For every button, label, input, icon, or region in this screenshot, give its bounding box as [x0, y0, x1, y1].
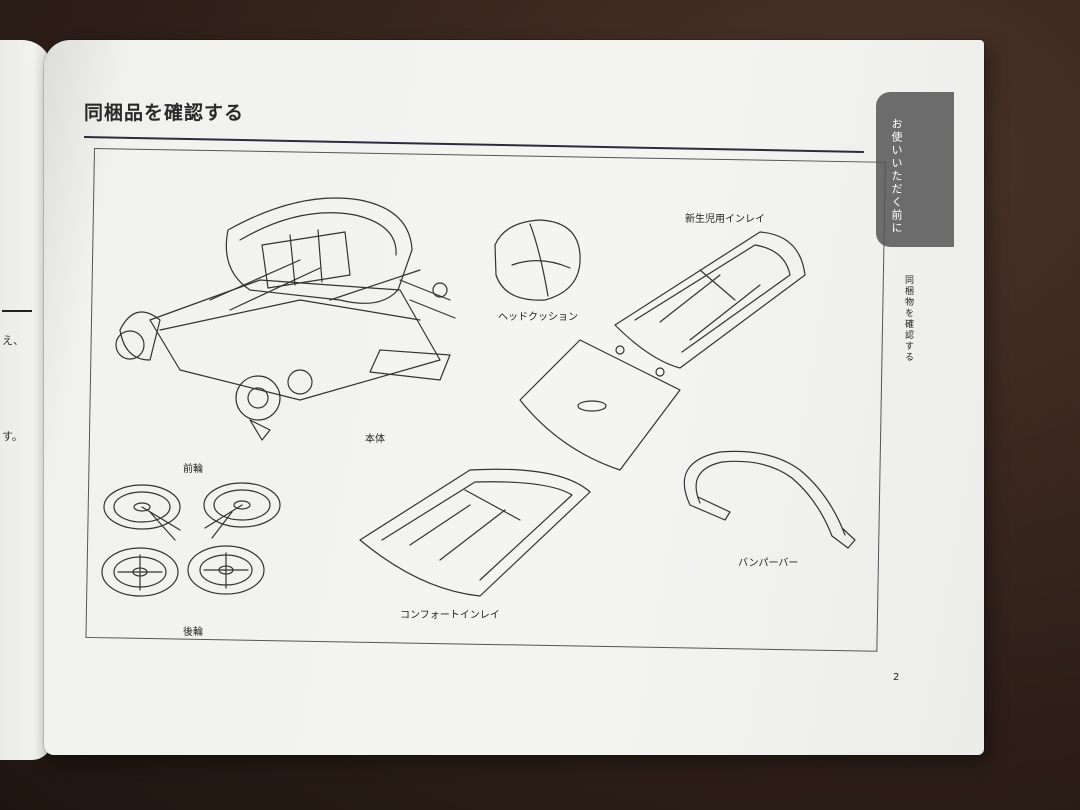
- label-head-cushion: ヘッドクッション: [498, 312, 578, 323]
- side-index-label: 同梱物を確認する: [903, 275, 913, 363]
- manual-page: [44, 40, 984, 755]
- left-page-text-1: え、: [2, 334, 24, 347]
- rear-wheels-drawing: [101, 545, 265, 597]
- label-front-wheels: 前輪: [183, 464, 203, 475]
- label-bumper-bar: バンパーバー: [738, 558, 799, 569]
- label-newborn-inlay: 新生児用インレイ: [685, 214, 765, 225]
- left-page: え、 す。: [0, 40, 52, 760]
- newborn-inlay-drawing: [519, 231, 806, 471]
- label-rear-wheels: 後輪: [183, 627, 203, 638]
- front-wheels-drawing: [103, 482, 281, 541]
- comfort-inlay-drawing: [359, 468, 591, 597]
- chapter-tab-label: お使いいただく前に: [890, 118, 903, 235]
- left-page-text-2: す。: [2, 430, 23, 443]
- bumper-bar-drawing: [683, 450, 856, 549]
- left-page-rule: [2, 310, 32, 312]
- label-body: 本体: [365, 434, 385, 445]
- page-number: 2: [893, 672, 900, 683]
- head-cushion-drawing: [494, 219, 581, 301]
- section-title: 同梱品を確認する: [84, 102, 245, 124]
- stroller-body-drawing: [115, 197, 456, 441]
- chapter-tab: [876, 92, 954, 247]
- label-comfort-inlay: コンフォートインレイ: [400, 610, 500, 621]
